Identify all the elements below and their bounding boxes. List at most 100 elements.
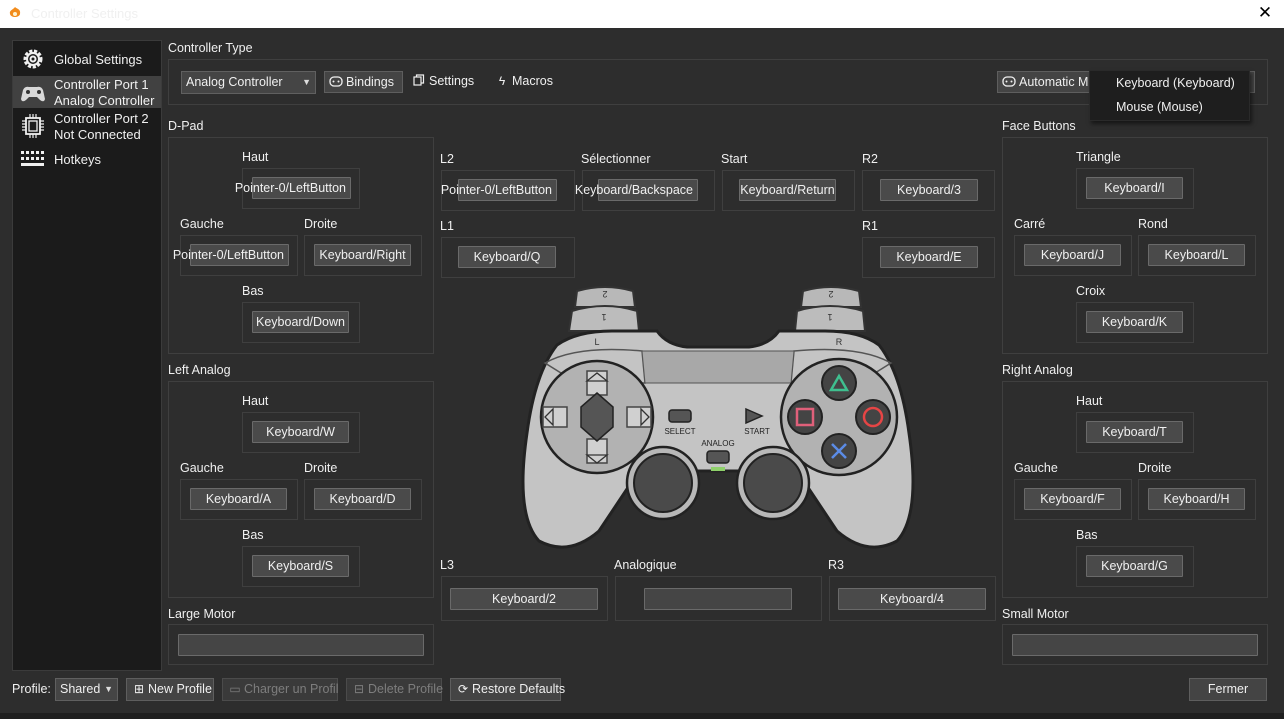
sidebar-item-sublabel: Analog Controller [54,93,155,108]
close-icon[interactable]: ✕ [1257,3,1273,22]
title-bar [0,0,1284,28]
restore-defaults-label: Restore Defaults [472,682,566,696]
dpad-left-binding[interactable]: Pointer-0/LeftButton [173,244,289,266]
l2-binding[interactable]: Pointer-0/LeftButton [441,179,557,201]
binding-frame [180,235,298,276]
copy-icon [411,71,427,91]
bindings-button[interactable]: Bindings [324,71,403,93]
bindings-label: Bindings [346,75,394,89]
triangle-binding[interactable]: Keyboard/I [1086,177,1183,199]
binding-frame [829,576,996,621]
restore-defaults-button[interactable]: ⟳Restore Defaults [450,678,565,701]
dpad-up-label: Haut [242,150,269,164]
r2-binding[interactable]: Keyboard/3 [880,179,978,201]
dpad-up-binding[interactable]: Pointer-0/LeftButton [235,177,351,199]
left-analog-left-label: Gauche [180,461,224,475]
left-analog-left-binding[interactable]: Keyboard/A [190,488,287,510]
left-analog-down-binding[interactable]: Keyboard/S [252,555,349,577]
binding-frame [242,412,360,453]
large-motor-binding[interactable] [178,634,424,656]
gamepad-icon [1001,72,1017,92]
sidebar-item-controller-port-2[interactable]: Controller Port 2 Not Connected [13,110,161,142]
refresh-icon: ⟳ [457,682,469,696]
delete-profile-button[interactable]: ⊟Delete Profile [346,678,443,701]
menu-item-keyboard[interactable]: Keyboard (Keyboard) [1116,76,1235,90]
dpad-right-binding[interactable]: Keyboard/Right [314,244,411,266]
start-binding[interactable]: Keyboard/Return [739,179,836,201]
chevron-down-icon: ▼ [104,684,113,694]
right-analog-up-binding[interactable]: Keyboard/T [1086,421,1183,443]
r1-binding[interactable]: Keyboard/E [880,246,978,268]
start-label: Start [721,152,748,166]
sidebar: Global Settings Controller Port 1 Analog… [12,40,162,671]
r-text: R [836,337,843,347]
cross-label: Croix [1076,284,1106,298]
chevron-down-icon: ▼ [302,77,311,87]
device-dropdown-menu: Keyboard (Keyboard) Mouse (Mouse) [1089,70,1250,121]
r1-text: 1 [827,312,832,322]
binding-frame [180,479,298,520]
left-analog-right-binding[interactable]: Keyboard/D [314,488,411,510]
sidebar-item-label: Global Settings [54,52,143,67]
circle-binding[interactable]: Keyboard/L [1148,244,1245,266]
new-profile-button[interactable]: ⊞New Profile [126,678,214,701]
small-motor-frame [1002,624,1268,665]
l1-label: L1 [440,219,454,233]
delete-file-icon: ⊟ [353,682,365,696]
left-analog-down-label: Bas [242,528,264,542]
circle-label: Rond [1138,217,1168,231]
folder-icon: ▭ [229,682,241,696]
sidebar-item-controller-port-1[interactable]: Controller Port 1 Analog Controller [13,76,161,108]
sidebar-item-global-settings[interactable]: Global Settings [13,43,161,75]
chip-icon [22,114,44,138]
dpad-down-binding[interactable]: Keyboard/Down [252,311,349,333]
r1-label: R1 [862,219,878,233]
square-icon [795,407,815,427]
large-motor-label: Large Motor [168,607,236,621]
load-profile-button[interactable]: ▭Charger un Profil [222,678,339,701]
automatic-mapping-label: Automatic M [1019,75,1089,89]
settings-button[interactable]: Settings [411,71,477,93]
circle-icon [862,406,884,428]
right-analog-down-binding[interactable]: Keyboard/G [1086,555,1183,577]
right-analog-left-label: Gauche [1014,461,1058,475]
l-text: L [594,337,599,347]
window-bottom-edge [0,713,1284,719]
controller-type-select[interactable]: Analog Controller ▼ [181,71,316,94]
right-analog-left-binding[interactable]: Keyboard/F [1024,488,1121,510]
app-icon [9,7,21,17]
select-binding[interactable]: Keyboard/Backspace [575,179,698,201]
binding-frame [1014,479,1132,520]
square-binding[interactable]: Keyboard/J [1024,244,1121,266]
r3-label: R3 [828,558,844,572]
r2-label: R2 [862,152,878,166]
gamepad-icon [21,86,45,102]
binding-frame [242,168,360,209]
right-analog-right-label: Droite [1138,461,1172,475]
r3-binding[interactable]: Keyboard/4 [838,588,986,610]
cross-binding[interactable]: Keyboard/K [1086,311,1183,333]
face-buttons-title: Face Buttons [1002,119,1076,133]
analog-binding[interactable] [644,588,792,610]
l1-binding[interactable]: Keyboard/Q [458,246,556,268]
dpad-right-label: Droite [304,217,338,231]
small-motor-binding[interactable] [1012,634,1258,656]
triangle-label: Triangle [1076,150,1121,164]
binding-frame [1014,235,1132,276]
window-title: Controller Settings [31,6,138,21]
binding-frame [441,237,575,278]
keyboard-icon [21,151,44,166]
settings-label: Settings [429,74,475,88]
dpad-left-label: Gauche [180,217,224,231]
sidebar-item-hotkeys[interactable]: Hotkeys [13,145,161,175]
profile-select[interactable]: Shared ▼ [55,678,118,701]
menu-item-mouse[interactable]: Mouse (Mouse) [1116,100,1203,114]
left-analog-up-binding[interactable]: Keyboard/W [252,421,349,443]
close-button[interactable]: Fermer [1189,678,1267,701]
right-analog-right-binding[interactable]: Keyboard/H [1148,488,1245,510]
analog-label: Analogique [614,558,677,572]
l3-binding[interactable]: Keyboard/2 [450,588,598,610]
select-label: Sélectionner [581,152,651,166]
profile-label: Profile: [12,682,51,696]
